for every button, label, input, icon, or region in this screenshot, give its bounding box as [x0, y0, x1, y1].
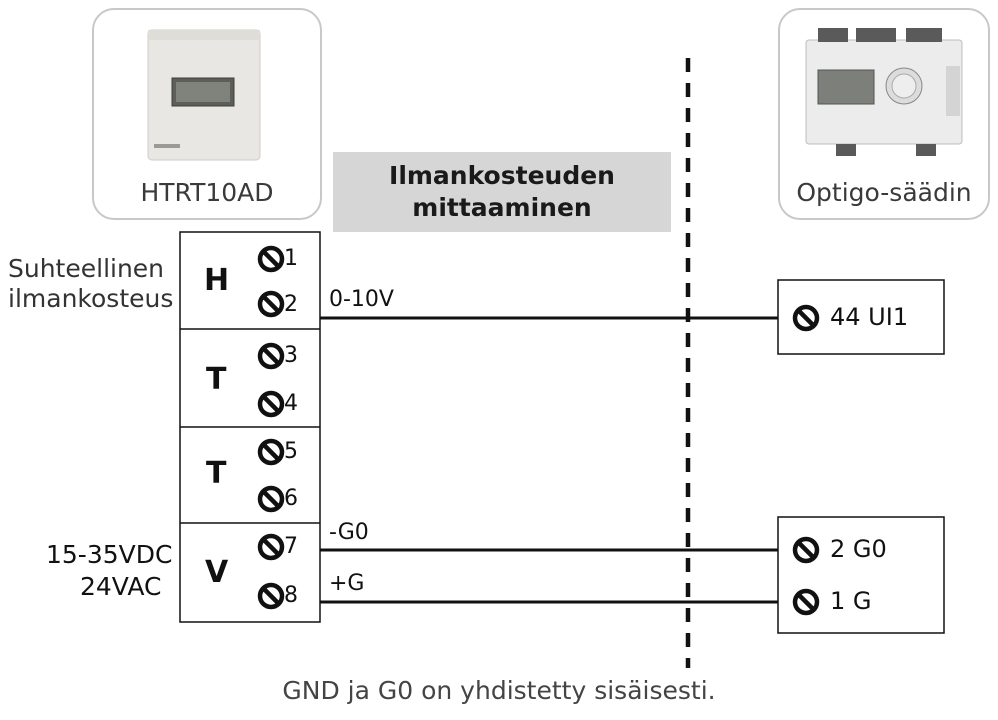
footer-note: GND ja G0 on yhdistetty sisäisesti.	[282, 676, 716, 705]
sensor-label: HTRT10AD	[140, 178, 274, 207]
terminal-number: 6	[284, 486, 298, 511]
terminal-number: 4	[284, 391, 298, 416]
sensor-card: HTRT10AD	[92, 8, 322, 220]
screw-terminal-icon	[257, 390, 285, 418]
controller-card: Optigo-säädin	[778, 8, 990, 220]
sensor-device-image	[147, 29, 261, 161]
terminal-number: 1	[284, 246, 298, 271]
screw-terminal-icon	[257, 438, 285, 466]
humidity-label-2: ilmankosteus	[8, 284, 174, 313]
terminal-number: 5	[284, 439, 298, 464]
terminal-number: 2	[284, 292, 298, 317]
title-line-2: mittaaminen	[412, 193, 592, 222]
screw-terminal-icon	[257, 290, 285, 318]
diagram-title: Ilmankosteuden mittaaminen	[333, 152, 671, 232]
humidity-label-1: Suhteellinen	[8, 254, 165, 283]
screw-terminal-icon	[792, 588, 820, 616]
group-label-temp-2: T	[206, 456, 227, 491]
wire-label-signal: 0-10V	[329, 287, 394, 312]
controller-label: Optigo-säädin	[796, 178, 972, 207]
group-label-temp-1: T	[206, 362, 227, 397]
screw-terminal-icon	[257, 485, 285, 513]
wire-label-gnd: -G0	[329, 520, 369, 545]
screw-terminal-icon	[792, 536, 820, 564]
screw-terminal-icon	[257, 533, 285, 561]
group-label-voltage: V	[205, 555, 229, 590]
wire-label-plus: +G	[329, 571, 365, 596]
screw-terminal-icon	[257, 582, 285, 610]
power-label-2: 24VAC	[80, 572, 162, 601]
controller-terminal-g: 1 G	[830, 587, 872, 615]
controller-device-image	[805, 28, 963, 156]
controller-terminal-g0: 2 G0	[830, 535, 887, 563]
screw-terminal-icon	[257, 245, 285, 273]
terminal-number: 3	[284, 343, 298, 368]
group-label-humidity: H	[204, 263, 230, 298]
terminal-number: 7	[284, 534, 298, 559]
controller-terminal-ui1: 44 UI1	[830, 303, 909, 331]
power-label-1: 15-35VDC	[46, 540, 173, 569]
terminal-number: 8	[284, 583, 298, 608]
title-line-1: Ilmankosteuden	[389, 161, 615, 190]
screw-terminal-icon	[792, 304, 820, 332]
screw-terminal-icon	[257, 342, 285, 370]
